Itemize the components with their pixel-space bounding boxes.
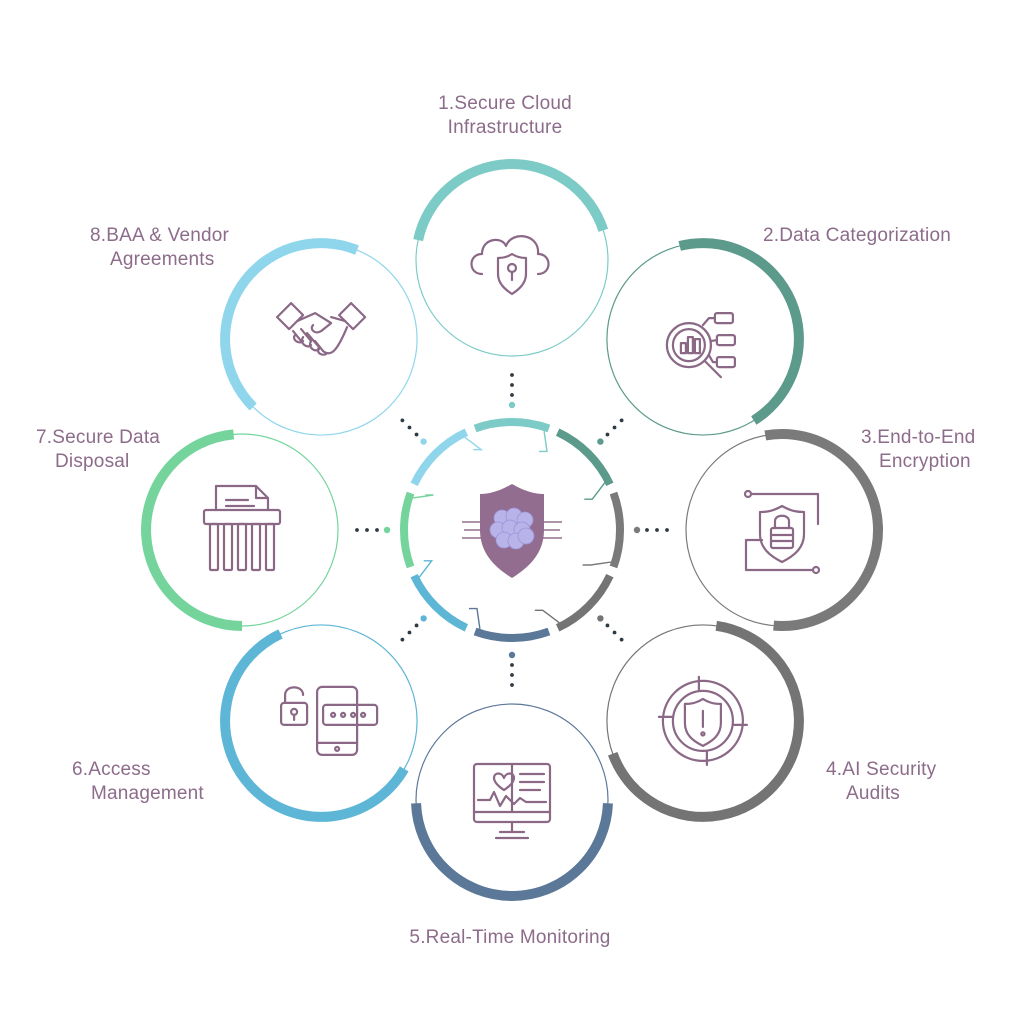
shredder-icon (202, 484, 282, 572)
step-5-arc (411, 803, 613, 901)
step-label-8-line-1: 8.BAA & Vendor (90, 225, 230, 246)
step-6-connector (400, 615, 427, 642)
step-1-connector (508, 373, 516, 409)
center-ring-segment-4 (555, 573, 614, 632)
step-label-7-line-1: 7.Secure Data (36, 427, 161, 448)
step-6-arc (220, 629, 409, 822)
magnifier-chart-icon (665, 312, 737, 379)
step-5-connector (508, 651, 516, 687)
step-label-5: 5.Real-Time Monitoring (370, 926, 650, 950)
step-8-connector (400, 418, 427, 445)
monitor-heartbeat-icon (472, 762, 552, 840)
lock-shield-circuit-icon (743, 489, 821, 575)
step-label-2: 2.Data Categorization (763, 224, 1003, 248)
center-ring-tick-4 (534, 609, 560, 624)
center-ring-tick-5 (469, 607, 481, 629)
alert-shield-icon (657, 675, 749, 767)
step-label-6: 6.Access Management (72, 758, 242, 806)
step-label-4-line-2: Audits (846, 783, 901, 804)
step-2-connector (597, 418, 624, 445)
center-ring-tick-2 (584, 482, 606, 500)
step-label-3-line-2: Encryption (879, 451, 971, 472)
center-ring-segment-7 (400, 491, 415, 569)
step-3-arc (764, 429, 884, 631)
shield-brain-icon (462, 484, 562, 578)
step-label-7-line-2: Disposal (55, 451, 130, 472)
center-ring-tick-1 (539, 431, 548, 453)
step-label-1: 1.Secure Cloud Infrastructure (400, 92, 610, 140)
step-label-3-line-1: 3.End-to-End (861, 427, 976, 448)
step-label-1-line-2: Infrastructure (447, 117, 563, 138)
step-label-4-line-1: 4.AI Security (826, 759, 937, 780)
phone-password-icon (280, 685, 379, 757)
step-1-arc (413, 159, 609, 242)
step-label-2-line-1: 2.Data Categorization (763, 225, 951, 246)
step-label-5-line-1: 5.Real-Time Monitoring (409, 927, 611, 948)
center-ring-segment-1 (473, 418, 551, 433)
step-8-arc (220, 238, 359, 411)
center-ring-segment-5 (473, 627, 551, 642)
step-label-4: 4.AI Security Audits (826, 758, 996, 806)
handshake-icon (276, 302, 367, 356)
step-label-3: 3.End-to-End Encryption (861, 426, 1011, 474)
cloud-shield-icon (470, 235, 550, 296)
center-ring-tick-6 (418, 560, 434, 578)
center-ring-segment-6 (410, 573, 469, 632)
center-ring-segment-3 (609, 491, 624, 569)
step-4-arc (608, 620, 804, 822)
center-ring-tick-7 (413, 494, 434, 499)
center-ring-tick-8 (464, 436, 484, 451)
step-3-connector (633, 526, 669, 534)
step-label-8: 8.BAA & Vendor Agreements (90, 224, 290, 272)
step-label-6-line-2: Management (91, 783, 204, 804)
step-label-1-line-1: 1.Secure Cloud (438, 93, 572, 114)
step-7-connector (355, 526, 391, 534)
step-label-6-line-1: 6.Access (72, 759, 151, 780)
step-label-8-line-2: Agreements (110, 249, 215, 270)
center-ring-tick-3 (582, 561, 611, 566)
step-2-arc (678, 238, 804, 425)
center-ring-segment-2 (555, 428, 614, 487)
step-label-7: 7.Secure Data Disposal (36, 426, 206, 474)
step-4-connector (597, 615, 624, 642)
center-ring-segment-8 (410, 428, 469, 487)
step-7-arc (141, 429, 243, 631)
